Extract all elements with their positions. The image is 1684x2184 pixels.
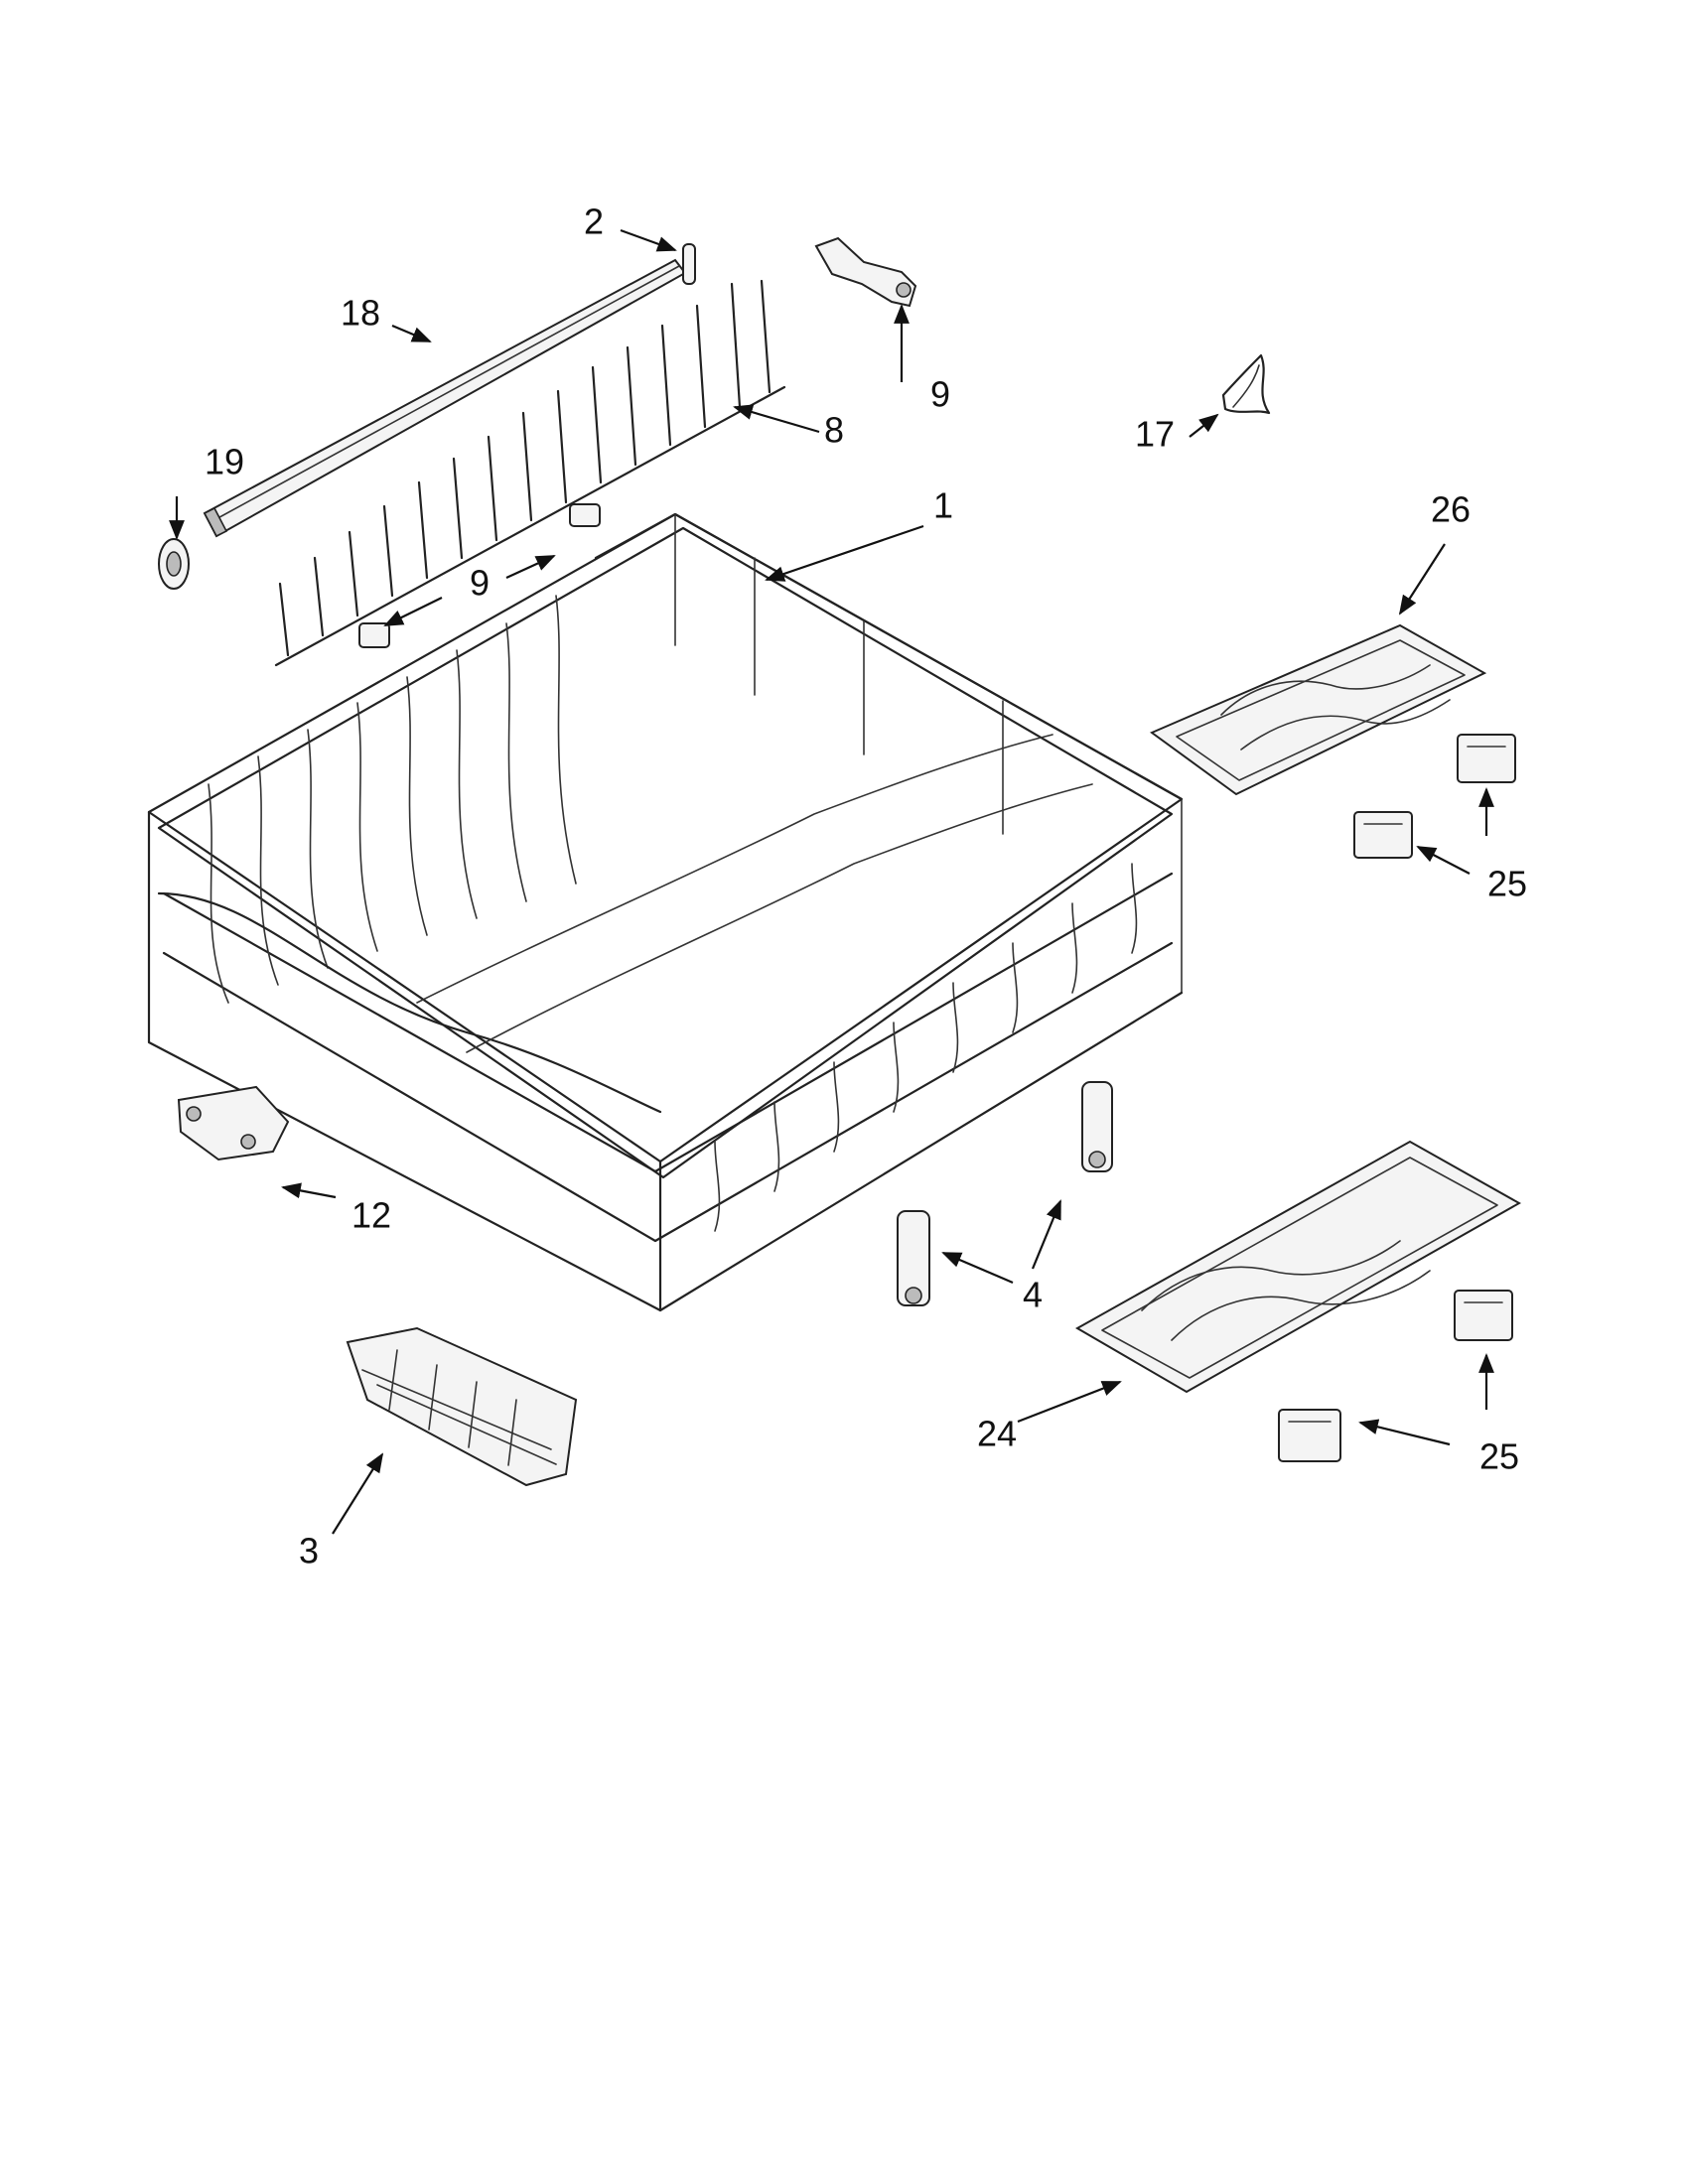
callout-9-mid: 9 bbox=[470, 563, 490, 604]
callout-18: 18 bbox=[341, 293, 380, 334]
part-4-adjuster-b bbox=[897, 1210, 930, 1306]
part-18-rail bbox=[203, 258, 687, 538]
callout-labels: 2 18 19 9 8 17 1 9 26 25 12 4 24 25 3 bbox=[205, 202, 1527, 1571]
part-12-adjuster bbox=[177, 1085, 290, 1161]
callout-12: 12 bbox=[351, 1195, 391, 1236]
part-8-tine-row bbox=[274, 279, 786, 667]
callout-24: 24 bbox=[977, 1414, 1017, 1454]
part-9-bracket-mid bbox=[358, 503, 601, 648]
callout-17: 17 bbox=[1135, 414, 1175, 455]
part-24-tray bbox=[1074, 1140, 1522, 1394]
callout-25-upper: 25 bbox=[1487, 864, 1527, 904]
part-3-basket bbox=[346, 1326, 578, 1487]
callout-26: 26 bbox=[1431, 489, 1471, 530]
leader-lines bbox=[169, 228, 1494, 1535]
part-9-bracket-top bbox=[814, 236, 917, 308]
part-4-adjuster-a bbox=[1081, 1081, 1113, 1172]
part-25-clip-lower-b bbox=[1278, 1409, 1341, 1462]
callout-1: 1 bbox=[933, 485, 953, 526]
part-26-tray bbox=[1149, 623, 1487, 796]
callout-9-top: 9 bbox=[930, 374, 950, 415]
part-19-cap bbox=[158, 538, 190, 590]
callout-2: 2 bbox=[584, 202, 604, 242]
part-17-wire-clip bbox=[1221, 353, 1271, 415]
part-1-rack-basket bbox=[147, 512, 1184, 1312]
part-25-clip-upper-a bbox=[1457, 734, 1516, 783]
part-25-clip-lower-a bbox=[1454, 1290, 1513, 1341]
part-2-clip bbox=[682, 243, 696, 285]
callout-8: 8 bbox=[824, 410, 844, 451]
part-25-clip-upper-b bbox=[1353, 811, 1413, 859]
callout-4: 4 bbox=[1023, 1275, 1043, 1315]
callout-3: 3 bbox=[299, 1531, 319, 1571]
callout-25-lower: 25 bbox=[1479, 1436, 1519, 1477]
callout-19: 19 bbox=[205, 442, 244, 482]
